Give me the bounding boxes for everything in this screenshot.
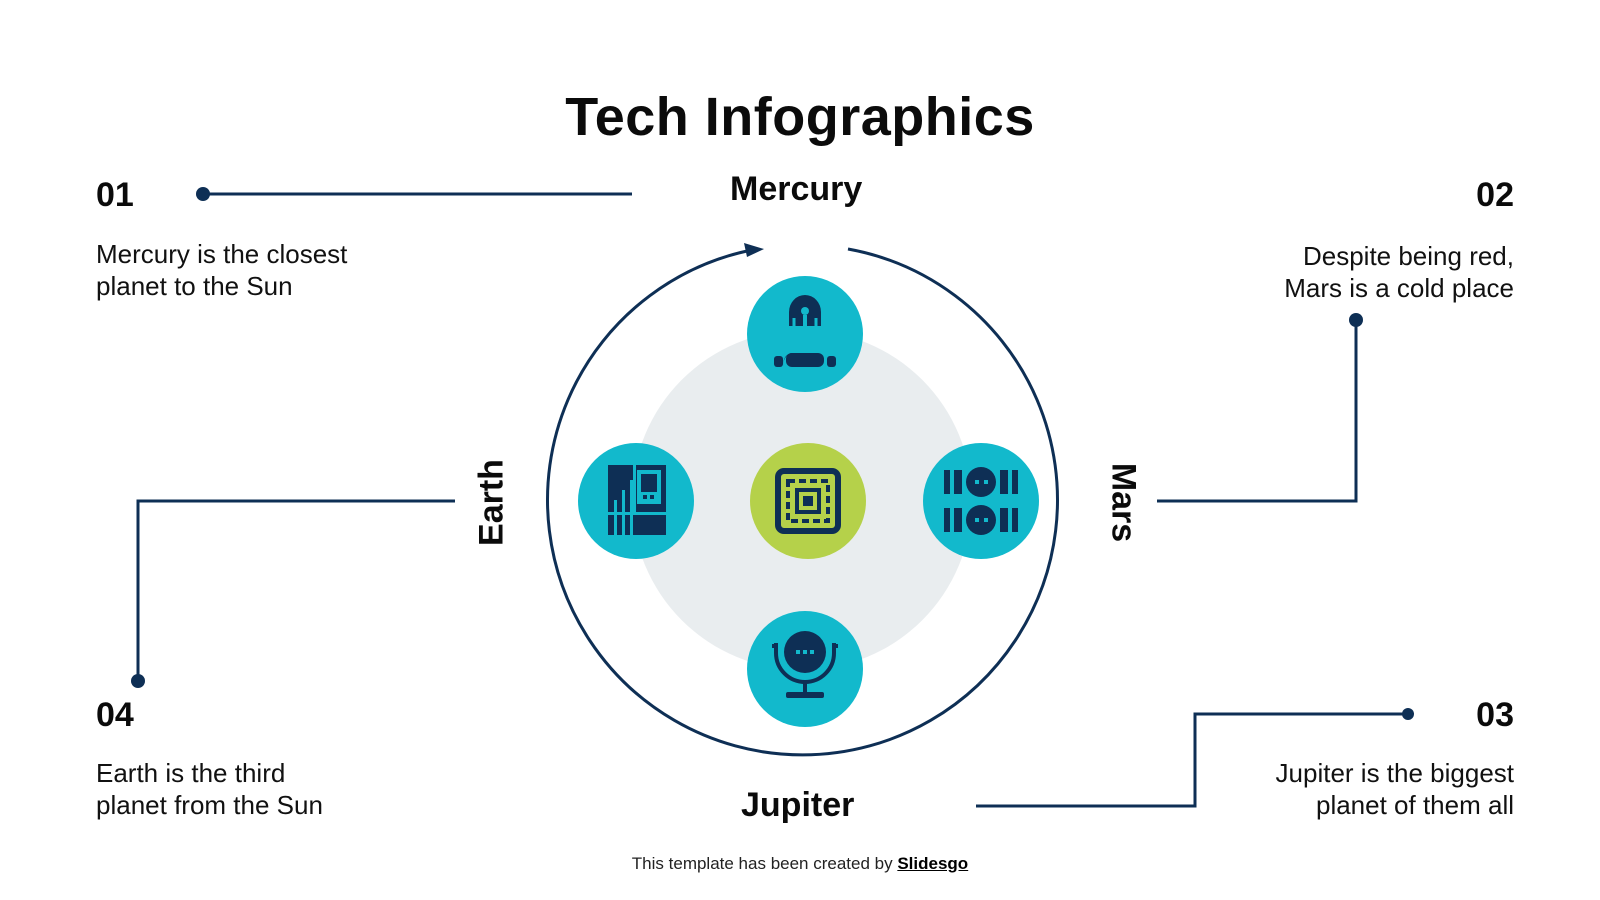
connector-03-dot <box>1402 708 1414 720</box>
footer-prefix: This template has been created by <box>631 854 898 873</box>
item-desc-03-line2: planet of them all <box>1315 790 1514 820</box>
microchip-icon <box>775 468 841 534</box>
connector-01-dot <box>196 187 210 201</box>
planet-label-mars: Mars <box>1104 462 1143 543</box>
icon-circle-right <box>923 443 1039 559</box>
item-desc-03: Jupiter is the biggest planet of them al… <box>1276 757 1514 821</box>
footer-credit: This template has been created by Slides… <box>0 854 1600 874</box>
page-title: Tech Infographics <box>565 87 1035 147</box>
item-number-01: 01 <box>96 176 134 214</box>
item-desc-03-line1: Jupiter is the biggest <box>1275 758 1514 788</box>
connector-04-dot <box>131 674 145 688</box>
icon-circle-top <box>747 276 863 392</box>
planet-label-earth: Earth <box>472 459 511 546</box>
orbit-arrow-icon <box>744 243 764 257</box>
item-desc-01: Mercury is the closest planet to the Sun <box>96 238 347 302</box>
power-outlet-icon <box>944 467 1018 535</box>
item-desc-04-line1: Earth is the third <box>96 758 286 788</box>
orbit-ring <box>546 247 1059 757</box>
connector-04 <box>136 499 455 681</box>
planet-label-mercury: Mercury <box>730 170 863 208</box>
connector-03 <box>976 712 1408 808</box>
item-desc-01-line2: planet to the Sun <box>96 271 293 301</box>
item-desc-01-line1: Mercury is the closest <box>96 239 348 269</box>
item-desc-04-line2: planet from the Sun <box>96 790 323 820</box>
item-number-03: 03 <box>1476 696 1514 734</box>
control-panel-icon <box>608 465 666 535</box>
item-desc-04: Earth is the third planet from the Sun <box>96 757 323 821</box>
item-desc-02-line1: Despite being red, <box>1302 241 1514 271</box>
microphone-icon <box>772 631 838 698</box>
item-number-02: 02 <box>1476 176 1514 214</box>
planet-label-jupiter: Jupiter <box>741 786 855 824</box>
connector-02 <box>1157 320 1358 503</box>
connector-02-dot <box>1349 313 1363 327</box>
footer-brand-link[interactable]: Slidesgo <box>897 854 969 873</box>
item-desc-02: Despite being red, Mars is a cold place <box>1284 240 1514 304</box>
item-number-04: 04 <box>96 696 134 734</box>
item-desc-02-line2: Mars is a cold place <box>1284 273 1514 303</box>
robot-head-icon <box>774 295 836 367</box>
